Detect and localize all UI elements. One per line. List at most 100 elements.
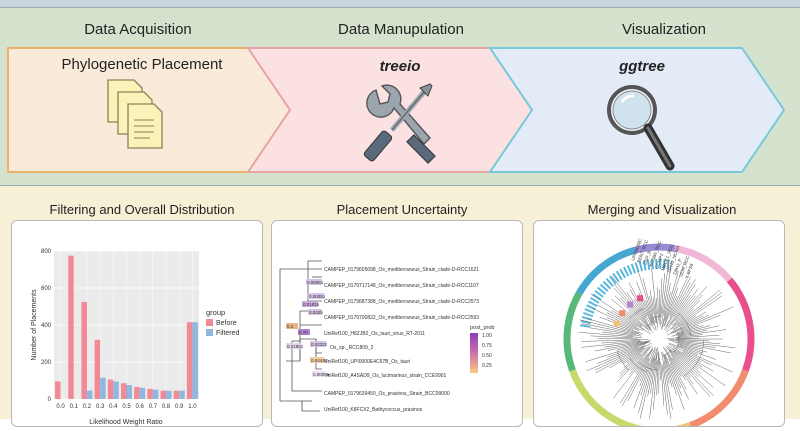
branch: [668, 346, 725, 386]
tip-label-8: UniRef100_A4SAD9_Os_lucimarinus_strain_C…: [324, 373, 447, 379]
stage-subtitle-acquisition: Phylogenetic Placement: [32, 56, 252, 73]
ring-segment: [573, 370, 643, 426]
stage-title-acquisition: Data Acquisition: [18, 21, 258, 38]
stage-title-manipulation: Data Manupulation: [281, 21, 521, 38]
branch: [595, 346, 644, 370]
tick-mark: [585, 309, 594, 313]
x-tick-label: 1.0: [188, 404, 197, 410]
branch: [678, 292, 723, 325]
branch: [656, 298, 657, 314]
branch: [665, 355, 681, 396]
legend-label-filtered: Filtered: [216, 330, 239, 337]
y-tick-label: 0: [48, 397, 52, 403]
value-10: 0.00066: [313, 372, 330, 377]
tick-mark: [628, 265, 632, 274]
placement-marker: [627, 302, 633, 308]
branch: [595, 341, 651, 351]
tip-label-1: CAMPEP_0179605098_Os_mediterraneus_Strai…: [324, 267, 479, 273]
legend-swatch-before: [206, 319, 213, 326]
value-8: 0.21851: [287, 344, 304, 349]
uncertainty-tree: CAMPEP_0179605098_Os_mediterraneus_Strai…: [272, 221, 522, 426]
bar-filtered: [192, 322, 198, 399]
tip-label-5: UniRef100_H8ZJB2_Os_tauri_virus_RT-2011: [324, 331, 425, 337]
legend-title: group: [206, 308, 225, 317]
panel-title-merging: Merging and Visualization: [532, 202, 792, 217]
x-tick-label: 0.4: [109, 404, 118, 410]
bar-before: [174, 391, 180, 399]
bar-filtered: [87, 391, 93, 399]
bar-before: [55, 381, 61, 399]
tick-mark: [632, 264, 635, 273]
card-merging: UPI00008C BEN7_RCC DSP_B KGSB6_RCC CCMP2…: [533, 220, 785, 427]
bar-filtered: [166, 391, 172, 399]
x-axis-label: Likelihood Weight Ratio: [89, 419, 163, 426]
bar-before: [187, 322, 193, 399]
bar-before: [147, 389, 153, 399]
tick-mark: [580, 325, 590, 327]
documents-icon: [100, 76, 180, 156]
y-axis-label: Number of Placements: [31, 289, 38, 361]
tick-mark: [636, 262, 639, 272]
bar-filtered: [127, 385, 133, 399]
tip-label-3: CAMPEP_0179687388_Os_mediterraneus_Strai…: [324, 299, 479, 305]
ring-segment: [567, 293, 579, 370]
branch: [676, 340, 720, 343]
branch: [658, 287, 659, 320]
x-tick-label: 0.3: [96, 404, 105, 410]
branch-arc: [653, 317, 661, 318]
stage-subtitle-manipulation: treeio: [290, 58, 510, 75]
bar-before: [68, 256, 74, 399]
x-tick-label: 0.1: [70, 404, 79, 410]
value-1: 0.00061: [307, 280, 324, 285]
branch: [683, 350, 732, 372]
branch: [665, 296, 677, 326]
bar-before: [134, 387, 140, 399]
circular-tip-labels: UPI00008C BEN7_RCC DSP_B KGSB6_RCC CCMP2…: [630, 237, 694, 279]
stage-title-visualization: Visualization: [544, 21, 784, 38]
tip-label-7: UniRef100_UPI0000E4C67B_Os_tauri: [324, 359, 410, 365]
panel-title-filtering: Filtering and Overall Distribution: [12, 202, 272, 217]
circular-tree: UPI00008C BEN7_RCC DSP_B KGSB6_RCC CCMP2…: [534, 221, 784, 426]
branch: [653, 361, 657, 410]
y-tick-label: 600: [41, 286, 52, 292]
legend-title-post-prob: post_prob: [470, 325, 494, 331]
tools-icon: [362, 82, 442, 172]
panel-title-uncertainty: Placement Uncertainty: [272, 202, 532, 217]
stage-subtitle-visualization: ggtree: [532, 58, 752, 75]
tip-label-9: CAMPEP_0179639450_Os_prasinos_Strain_BCC…: [324, 391, 450, 397]
x-tick-label: 0.5: [122, 404, 131, 410]
card-uncertainty: CAMPEP_0179605098_Os_mediterraneus_Strai…: [271, 220, 523, 427]
ring-segment: [729, 280, 751, 371]
y-tick-label: 400: [41, 323, 52, 329]
placement-marker: [637, 295, 643, 301]
x-tick-label: 0.6: [136, 404, 145, 410]
top-strip: [0, 0, 800, 7]
legend-gradient: [470, 333, 478, 373]
y-tick-label: 800: [41, 249, 52, 255]
value-4: 0.0025: [309, 310, 323, 315]
value-9: 0.04426: [311, 358, 328, 363]
uncertainty-tip-labels: CAMPEP_0179605098_Os_mediterraneus_Strai…: [324, 267, 479, 413]
tip-label-10: UniRef100_K8FCX2_Bathycoccus_prasinos: [324, 407, 423, 413]
legend-tick-1: 1.00: [482, 333, 492, 339]
tip-label-4: CAMPEP_0179700822_Os_mediterraneus_Strai…: [324, 315, 479, 321]
branch: [674, 284, 695, 316]
bar-filtered: [113, 381, 119, 399]
legend-swatch-filtered: [206, 329, 213, 336]
value-7: 0.02322: [311, 342, 328, 347]
bar-before: [121, 383, 127, 399]
bar-before: [108, 380, 114, 399]
ring-segment: [643, 425, 690, 426]
x-tick-label: 0.8: [162, 404, 171, 410]
branch: [667, 315, 708, 335]
bar-filtered: [140, 388, 146, 399]
legend-tick-3: 0.50: [482, 353, 492, 359]
x-tick-label: 0.7: [149, 404, 158, 410]
legend-label-before: Before: [216, 320, 237, 327]
placement-marker: [619, 310, 625, 316]
x-tick-label: 0.0: [56, 404, 65, 410]
branch: [660, 358, 661, 380]
